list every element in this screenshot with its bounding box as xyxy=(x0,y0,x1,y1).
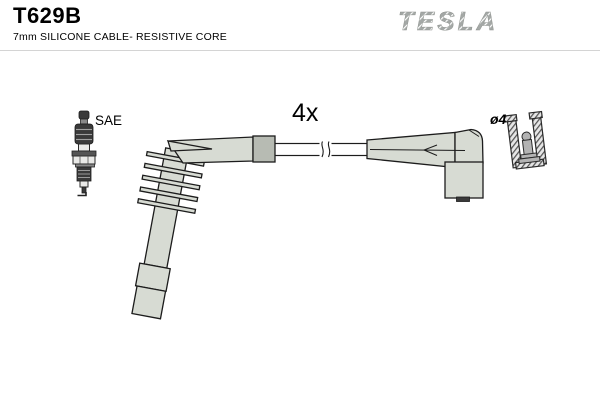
socket-cross-section-detail xyxy=(503,110,548,170)
spark-plug-center-electrode xyxy=(81,186,87,194)
sae-terminal-label: SAE xyxy=(95,113,122,128)
part-number: T629B xyxy=(13,3,82,28)
left-boot-plug-end xyxy=(131,285,167,320)
right-boot-elbow-corner xyxy=(454,128,484,169)
right-boot-plug-end xyxy=(444,161,484,199)
cable-left-boot xyxy=(131,135,276,320)
right-boot-tip xyxy=(456,196,470,202)
left-boot-latch-tab xyxy=(167,140,213,152)
spark-plug-gasket xyxy=(75,163,95,168)
spark-plug-threads xyxy=(76,166,92,182)
ignition-cable xyxy=(269,141,371,158)
quantity-label: 4x xyxy=(292,99,319,127)
spark-plug-hex-nut xyxy=(72,155,96,165)
right-boot-core-arrow xyxy=(422,144,438,156)
socket-diameter-label: ø4 xyxy=(490,111,507,127)
spark-plug-shoulder xyxy=(71,150,97,157)
socket-rim-left xyxy=(503,113,518,123)
spark-plug-neck xyxy=(80,118,88,125)
socket-rim-right xyxy=(528,110,543,120)
terminal-stud xyxy=(518,131,541,165)
spark-plug-insulator-ribs xyxy=(74,123,94,145)
spark-plug-lower-insulator xyxy=(78,143,90,152)
cable-break-squiggle xyxy=(327,141,331,158)
spark-plug-tip-insulator xyxy=(79,180,89,188)
right-boot-cap-seam xyxy=(468,129,480,137)
cable-spec-subtitle: 7mm SILICONE CABLE- RESISTIVE CORE xyxy=(13,31,227,43)
spark-plug-ground-electrode xyxy=(77,192,87,197)
right-boot-core-line xyxy=(369,149,466,151)
tesla-brand-logo: TESLA xyxy=(398,6,498,36)
spark-plug-illustration xyxy=(71,110,97,197)
cable-right-boot xyxy=(366,128,484,202)
left-boot-cable-collar xyxy=(252,135,276,163)
cable-break-squiggle xyxy=(321,141,324,158)
spark-plug-terminal-nut xyxy=(78,110,90,120)
